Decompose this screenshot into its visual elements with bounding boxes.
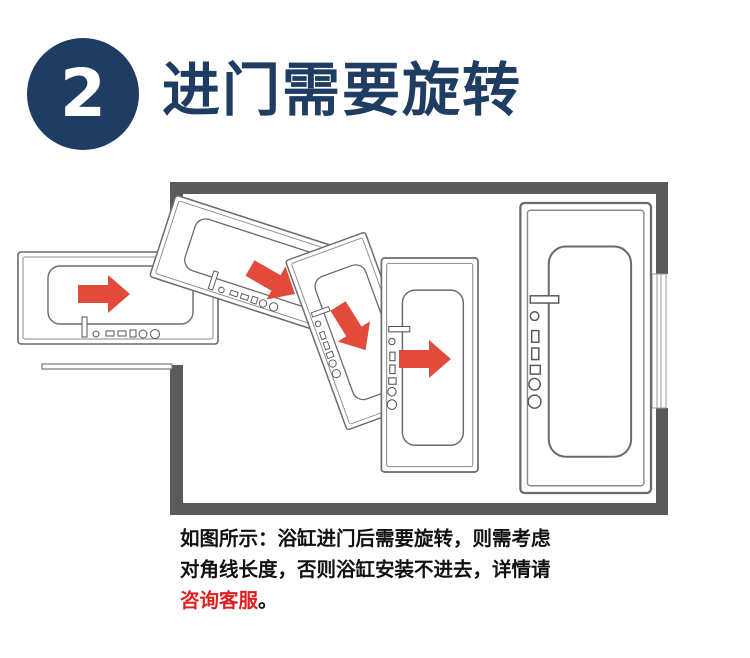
wall-top [170, 182, 668, 194]
caption-line-1: 如图所示：浴缸进门后需要旋转，则需考虑 [180, 527, 551, 550]
caption: 如图所示：浴缸进门后需要旋转，则需考虑 对角线长度，否则浴缸安装不进去，详情请 … [180, 523, 660, 616]
door-leaf [41, 363, 173, 370]
contact-support-text: 咨询客服 [180, 589, 259, 612]
caption-line-3: 咨询客服。 [180, 585, 660, 616]
step-number: 2 [60, 55, 106, 132]
wall-bottom [170, 503, 668, 515]
caption-end: 。 [258, 589, 278, 612]
page-title: 进门需要旋转 [162, 56, 523, 124]
bathtub-icon [519, 201, 653, 495]
step-number-badge: 2 [27, 38, 139, 150]
wall-right-upper [656, 182, 668, 274]
wall-right-lower [656, 408, 668, 515]
window [651, 273, 667, 409]
caption-line-2: 对角线长度，否则浴缸安装不进去，详情请 [180, 558, 551, 581]
wall-left-lower [170, 365, 183, 515]
